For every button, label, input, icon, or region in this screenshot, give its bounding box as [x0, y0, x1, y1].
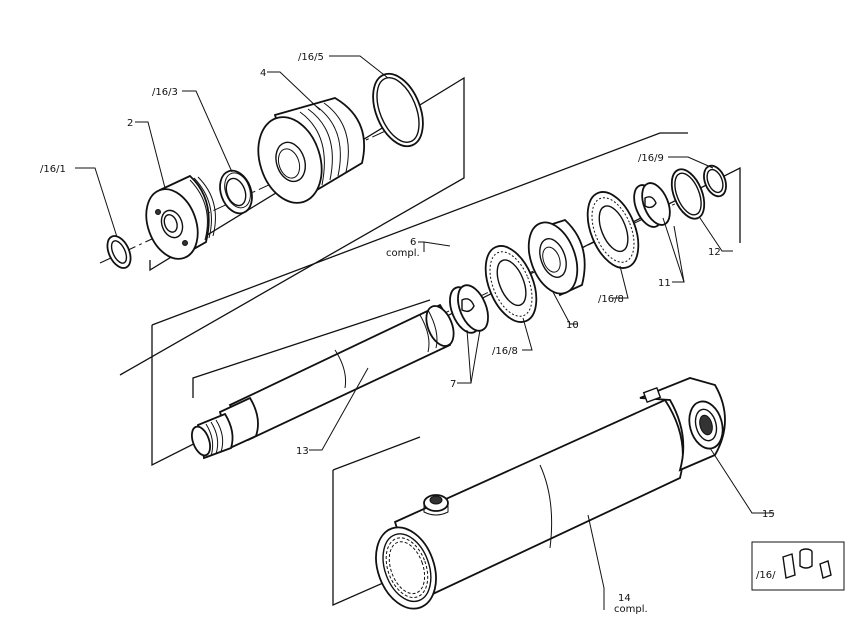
oring-12: [670, 168, 706, 220]
wiper-seal-16-3: [219, 169, 253, 215]
leader-lines: [75, 55, 774, 610]
oring-16-1: [106, 235, 132, 269]
seal-16-8-left: [484, 245, 538, 323]
split-rings-11: [633, 182, 671, 228]
label-10: 10: [566, 320, 579, 331]
piston-rod-13: [190, 303, 455, 460]
seal-kit-icon: [782, 548, 832, 579]
end-cap-2: [145, 174, 216, 260]
label-16-kit: /16/: [756, 570, 776, 581]
label-16-8-left: /16/8: [492, 346, 518, 357]
label-13: 13: [296, 446, 309, 457]
label-14-compl: compl.: [614, 604, 648, 615]
label-14: 14: [618, 593, 631, 604]
label-2: 2: [127, 118, 133, 129]
label-16-5: /16/5: [298, 52, 324, 63]
oring-16-5: [372, 72, 424, 148]
piston-10: [527, 218, 586, 297]
label-11: 11: [658, 278, 671, 289]
oring-16-9: [703, 164, 727, 198]
label-12: 12: [708, 247, 721, 258]
label-6-compl: compl.: [386, 248, 420, 259]
seal-16-8-right: [586, 191, 640, 269]
label-4: 4: [260, 68, 266, 79]
guide-bushing-4: [257, 97, 366, 204]
label-16-8-right: /16/8: [598, 294, 624, 305]
part-labels: /16/1 2 /16/3 4 /16/5 6 compl. /16/9 12 …: [40, 52, 776, 615]
split-rings-7: [449, 284, 489, 334]
label-6: 6: [410, 237, 416, 248]
barrel-14: [375, 377, 726, 610]
label-15: 15: [762, 509, 775, 520]
label-16-9: /16/9: [638, 153, 664, 164]
label-16-3: /16/3: [152, 87, 178, 98]
seal-kit-box: [751, 541, 845, 591]
label-16-1: /16/1: [40, 164, 66, 175]
gland-group-frame: [119, 76, 465, 376]
label-7: 7: [450, 379, 456, 390]
